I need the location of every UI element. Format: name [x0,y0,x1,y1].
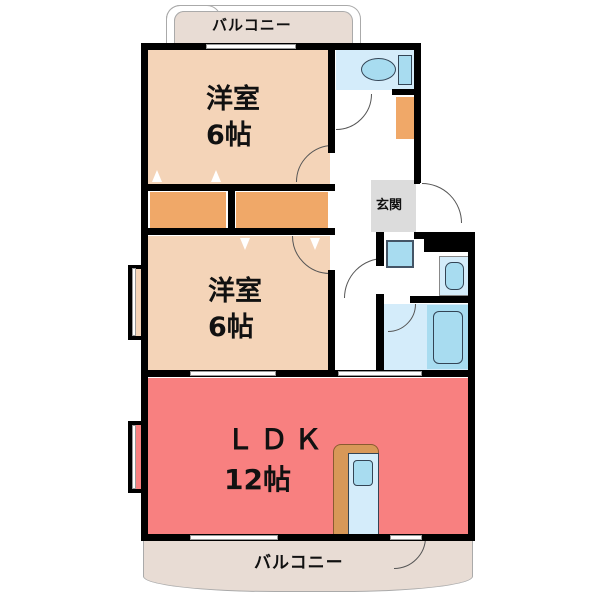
balcony-bottom-label: バルコニー [254,553,344,573]
wall-left [141,43,148,541]
balcony-top-label: バルコニー [212,16,292,34]
room-western-2-name: 洋室 [208,276,262,307]
room-ldk-size: 12帖 [224,463,291,496]
door-balcony[interactable] [390,535,422,540]
wall-closet-divider [228,184,235,230]
window-ldk-bottom [190,535,278,540]
room-entrance [371,180,416,232]
hallway-storage [396,97,414,139]
closet-triangle [240,238,250,250]
balcony-top [166,5,361,45]
closet-triangle [211,170,221,182]
washing-machine-icon [445,262,464,290]
wall-right-upper [414,43,421,183]
window-room2-side [132,268,136,336]
toilet-bowl-icon [361,58,396,81]
wall-ldk-top [141,370,475,377]
wall-room1-bottom [141,184,335,191]
window-hall-bottom [338,371,422,376]
wall-room2-right [328,270,335,374]
wall-room1-right [328,43,335,153]
closet-triangle [152,170,162,182]
toilet-tank-icon [398,55,412,85]
room-ldk-name: ＬＤＫ [226,423,329,456]
window-ldk-side [132,425,136,489]
room-western-1-size: 6帖 [206,120,252,151]
room-western-1 [148,50,330,184]
sink-icon [353,460,373,486]
room-western-2-size: 6帖 [208,312,254,343]
wall-notch-block [424,232,475,252]
wall-bottom [141,534,475,541]
closet-right [236,192,328,228]
washbasin-icon [386,240,414,268]
wall-right-lower [468,232,475,541]
window-ldk-top [190,371,276,376]
closet-left [150,192,226,228]
wall-bath-top [410,296,472,303]
bathtub-icon [433,311,463,364]
window-room1-top [206,44,296,49]
room-western-1-name: 洋室 [206,84,260,115]
balcony-top-floor [174,11,353,45]
room-entrance-name: 玄関 [376,198,403,213]
wall-entrance-top [414,176,420,184]
wall-toilet-bottom [392,89,421,95]
wall-closet-bottom [141,228,335,235]
wall-wet-left-lower [376,294,384,374]
wall-wet-left [376,232,384,266]
room-ldk [148,378,468,534]
